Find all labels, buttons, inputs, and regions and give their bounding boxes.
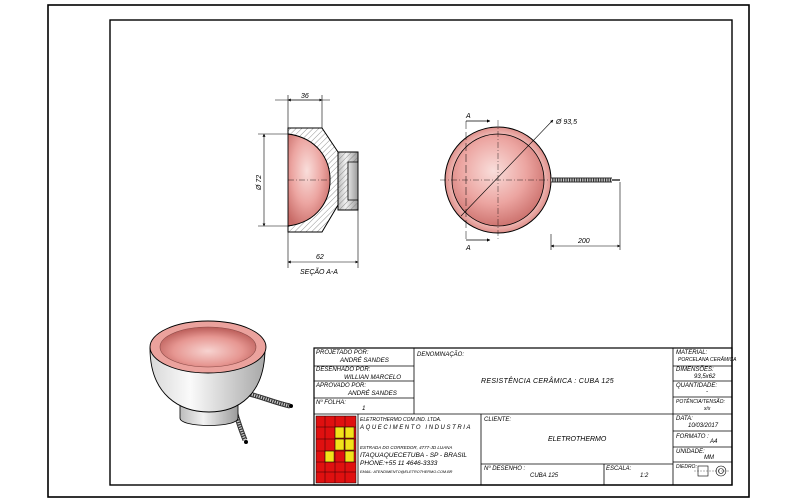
desenho-label: Nº DESENHO : bbox=[484, 466, 526, 472]
company-line3: ESTRADA DO CORREDOR, 4777-JD LUANA bbox=[360, 445, 453, 450]
escala-label: ESCALA: bbox=[606, 466, 632, 472]
company-line2: AQUECIMENTO INDUSTRIA bbox=[360, 425, 473, 431]
escala-value: 1:2 bbox=[640, 473, 649, 479]
dim-diameter-72-label: Ø 72 bbox=[256, 175, 263, 191]
dimensoes-label: DIMENSÕES: bbox=[676, 367, 714, 373]
unidade-value: MM bbox=[704, 455, 714, 461]
diedro-label: DIEDRO: bbox=[676, 464, 697, 470]
cliente-value: ELETROTHERMO bbox=[548, 436, 607, 443]
formato-label: FORMATO : bbox=[676, 434, 709, 440]
company-line4: ITAQUAQUECETUBA - SP - BRASIL bbox=[360, 452, 468, 459]
unidade-label: UNIDADE: bbox=[676, 449, 705, 455]
section-mark-top: A bbox=[465, 113, 471, 120]
material-value: PORCELANA CERÂMICA bbox=[678, 357, 737, 363]
isometric-view bbox=[149, 320, 293, 444]
formato-value: A4 bbox=[710, 439, 718, 445]
dimensoes-value: 93,5x62 bbox=[694, 374, 716, 380]
title-block bbox=[313, 347, 733, 486]
quantidade-value: - bbox=[706, 389, 708, 395]
desenhado-value: WILLIAN MARCELO bbox=[344, 374, 402, 381]
data-label: DATA: bbox=[676, 416, 693, 422]
projetado-value: ANDRÉ SANDES bbox=[340, 357, 389, 364]
section-stem-hatch bbox=[337, 151, 359, 211]
desenhado-label: DESENHADO POR: bbox=[316, 367, 371, 373]
denominacao-label: DENOMINAÇÃO: bbox=[417, 352, 465, 358]
dim-36-label: 36 bbox=[301, 93, 309, 100]
desenho-value: CUBA 125 bbox=[530, 473, 559, 479]
company-line6: EMAIL: ATENDIMENTO@ELETROTHERMO.COM.BR bbox=[360, 470, 453, 474]
section-mark-bottom: A bbox=[465, 245, 471, 252]
company-logo bbox=[315, 415, 357, 484]
section-view: 36 Ø 72 62 SEÇÃO A-A bbox=[256, 93, 359, 276]
data-value: 10/03/2017 bbox=[688, 423, 719, 429]
section-caption: SEÇÃO A-A bbox=[300, 267, 338, 276]
dim-diameter-93-label: Ø 93,5 bbox=[555, 119, 577, 126]
folha-label: Nº FOLHA: bbox=[316, 400, 346, 406]
dim-200-label: 200 bbox=[577, 238, 590, 245]
sheet-outer-border bbox=[47, 4, 750, 498]
aprovado-value: ANDRÉ SANDES bbox=[348, 390, 397, 397]
potencia-label: POTÊNCIA/TENSÃO: bbox=[676, 399, 725, 405]
material-label: MATERIAL: bbox=[676, 350, 708, 356]
quantidade-label: QUANTIDADE: bbox=[676, 383, 718, 389]
dim-62-label: 62 bbox=[316, 254, 324, 261]
aprovado-label: APROVADO POR: bbox=[316, 383, 367, 389]
cliente-label: CLIENTE: bbox=[484, 417, 512, 423]
company-line1: ELETROTHERMO COM.IND. LTDA. bbox=[360, 417, 442, 423]
folha-value: 1 bbox=[362, 405, 366, 412]
projetado-label: PROJETADO POR: bbox=[316, 350, 369, 356]
front-view: Ø 93,5 A A 200 bbox=[440, 113, 621, 252]
potencia-value: x/x bbox=[704, 406, 711, 412]
company-line5: PHONE:+55 11 4646-3333 bbox=[360, 460, 438, 467]
denominacao-value: RESISTÊNCIA CERÂMICA : CUBA 125 bbox=[481, 378, 614, 385]
